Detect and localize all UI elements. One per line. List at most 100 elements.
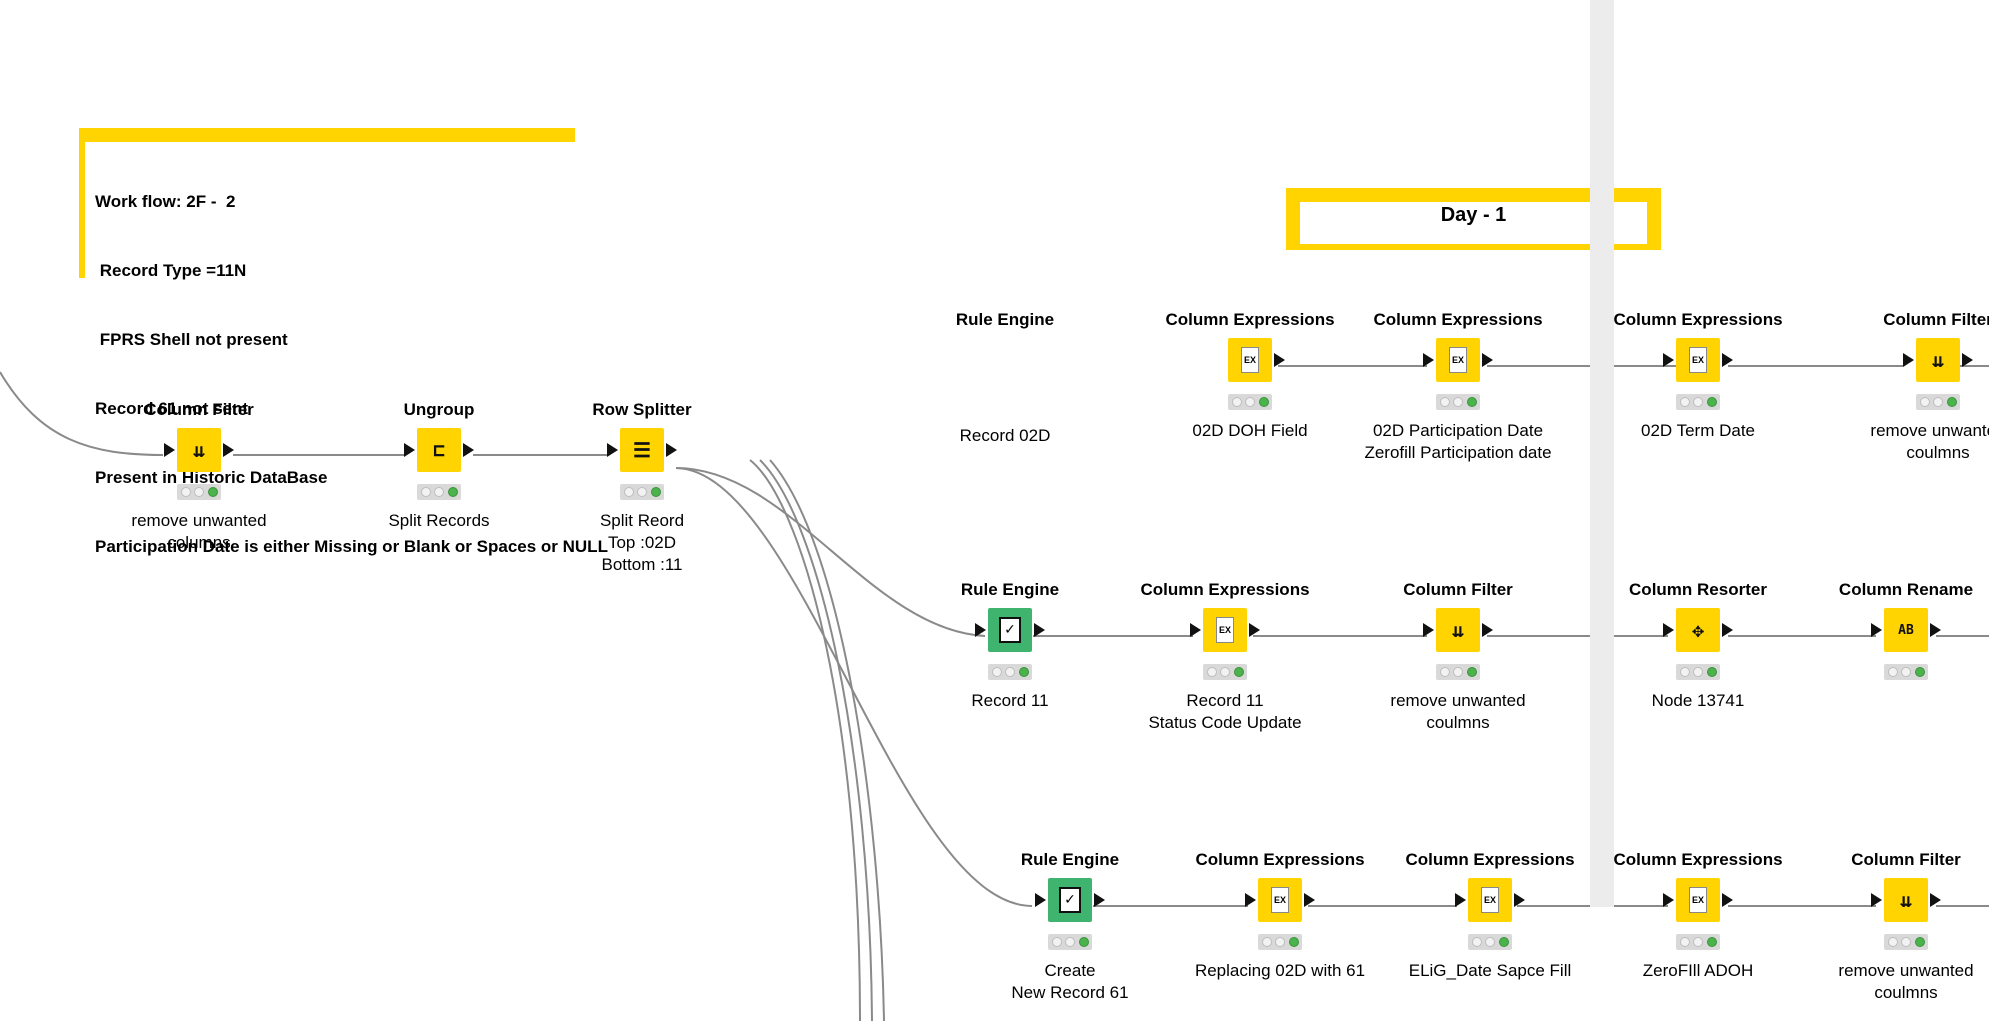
connection-wire	[749, 459, 861, 1021]
node-label[interactable]: 02D Participation Date Zerofill Particip…	[1364, 421, 1552, 462]
column-expressions-icon[interactable]: EX	[1258, 878, 1302, 922]
node-label[interactable]: 02D Term Date	[1640, 421, 1755, 440]
node-status	[988, 664, 1032, 680]
output-port[interactable]	[1304, 893, 1315, 907]
node-title: Column Rename	[1838, 580, 1974, 599]
output-port[interactable]	[666, 443, 677, 457]
output-port[interactable]	[1722, 623, 1733, 637]
input-port[interactable]	[1423, 353, 1434, 367]
column-expressions-icon[interactable]: EX	[1436, 338, 1480, 382]
input-port[interactable]	[1455, 893, 1466, 907]
input-port[interactable]	[1245, 893, 1256, 907]
output-port[interactable]	[1722, 353, 1733, 367]
node-label[interactable]: remove unwanted coulmns	[1838, 961, 1974, 1002]
node-title: Column Expressions	[1140, 580, 1310, 599]
output-port[interactable]	[1930, 893, 1941, 907]
input-port[interactable]	[1663, 623, 1674, 637]
input-port[interactable]	[1663, 893, 1674, 907]
rule-engine-icon[interactable]: ✓	[988, 608, 1032, 652]
node-status	[177, 484, 221, 500]
column-filter-icon[interactable]: ⇊	[177, 428, 221, 472]
column-expressions-icon[interactable]: EX	[1676, 338, 1720, 382]
input-port[interactable]	[1035, 893, 1046, 907]
output-port[interactable]	[1034, 623, 1045, 637]
connection-wire	[759, 459, 873, 1021]
node-label[interactable]: 02D DOH Field	[1192, 421, 1308, 440]
input-port[interactable]	[404, 443, 415, 457]
connection-wire	[675, 467, 986, 637]
node-label[interactable]: remove unwanted columns	[131, 511, 267, 552]
input-port[interactable]	[975, 623, 986, 637]
connection-wire	[769, 459, 885, 1021]
node-status	[1884, 664, 1928, 680]
node-label[interactable]: ELiG_Date Sapce Fill	[1408, 961, 1572, 980]
input-port[interactable]	[1663, 353, 1674, 367]
node-label[interactable]: Create New Record 61	[1011, 961, 1129, 1002]
node-label[interactable]: remove unwanted coulmns	[1870, 421, 1989, 462]
ungroup-icon[interactable]: ⊏	[417, 428, 461, 472]
output-port[interactable]	[1094, 893, 1105, 907]
node-status	[1436, 394, 1480, 410]
node-status	[1676, 664, 1720, 680]
node-title: Column Resorter	[1629, 580, 1767, 599]
column-filter-icon[interactable]: ⇊	[1884, 878, 1928, 922]
input-port[interactable]	[164, 443, 175, 457]
node-title: Rule Engine	[955, 310, 1055, 329]
node-label[interactable]: Record 11 Status Code Update	[1148, 691, 1302, 732]
output-port[interactable]	[1274, 353, 1285, 367]
node-label[interactable]: Record 02D	[959, 426, 1051, 445]
input-port[interactable]	[1423, 623, 1434, 637]
output-port[interactable]	[1962, 353, 1973, 367]
column-expressions-icon[interactable]: EX	[1228, 338, 1272, 382]
input-port[interactable]	[1871, 893, 1882, 907]
output-port[interactable]	[1514, 893, 1525, 907]
node-label[interactable]: Node 13741	[1651, 691, 1745, 710]
output-port[interactable]	[1482, 623, 1493, 637]
output-port[interactable]	[1930, 623, 1941, 637]
canvas-scrollbar[interactable]	[1590, 0, 1614, 907]
node-status	[620, 484, 664, 500]
node-status	[1676, 934, 1720, 950]
output-port[interactable]	[223, 443, 234, 457]
row-splitter-icon[interactable]: ☰	[620, 428, 664, 472]
node-title: Column Filter	[1883, 310, 1989, 329]
node-label[interactable]: remove unwanted coulmns	[1390, 691, 1526, 732]
column-expressions-icon[interactable]: EX	[1468, 878, 1512, 922]
node-status	[1676, 394, 1720, 410]
node-label[interactable]: ZeroFIll ADOH	[1642, 961, 1754, 980]
column-expressions-icon[interactable]: EX	[1676, 878, 1720, 922]
input-port[interactable]	[1903, 353, 1914, 367]
output-port[interactable]	[1722, 893, 1733, 907]
day-annotation[interactable]: Day - 1	[1286, 188, 1661, 250]
node-label[interactable]: Split Records	[388, 511, 490, 530]
output-port[interactable]	[1249, 623, 1260, 637]
node-label[interactable]: Split Reord Top :02D Bottom :11	[599, 511, 685, 574]
node-title: Column Expressions	[1405, 850, 1575, 869]
input-port[interactable]	[1871, 623, 1882, 637]
node-status	[1436, 664, 1480, 680]
node-title: Rule Engine	[1020, 850, 1120, 869]
input-port[interactable]	[607, 443, 618, 457]
output-port[interactable]	[463, 443, 474, 457]
annotation-line: FPRS Shell not present	[95, 330, 288, 349]
day-title: Day - 1	[1440, 204, 1507, 226]
workflow-annotation[interactable]: Work flow: 2F - 2 Record Type =11N FPRS …	[79, 128, 608, 556]
column-filter-icon[interactable]: ⇊	[1916, 338, 1960, 382]
node-title: Ungroup	[403, 400, 475, 419]
column-filter-icon[interactable]: ⇊	[1436, 608, 1480, 652]
column-rename-icon[interactable]: AB	[1884, 608, 1928, 652]
node-title: Column Expressions	[1613, 850, 1783, 869]
column-resorter-icon[interactable]: ✥	[1676, 608, 1720, 652]
rule-engine-icon[interactable]: ✓	[1048, 878, 1092, 922]
node-title: Column Expressions	[1165, 310, 1335, 329]
node-label[interactable]: Replacing 02D with 61	[1194, 961, 1366, 980]
output-port[interactable]	[1482, 353, 1493, 367]
input-port[interactable]	[1190, 623, 1201, 637]
node-title: Rule Engine	[960, 580, 1060, 599]
annotation-line: Present in Historic DataBase	[95, 468, 328, 487]
node-label[interactable]: Record 11	[971, 691, 1049, 710]
column-expressions-icon[interactable]: EX	[1203, 608, 1247, 652]
node-status	[1203, 664, 1247, 680]
